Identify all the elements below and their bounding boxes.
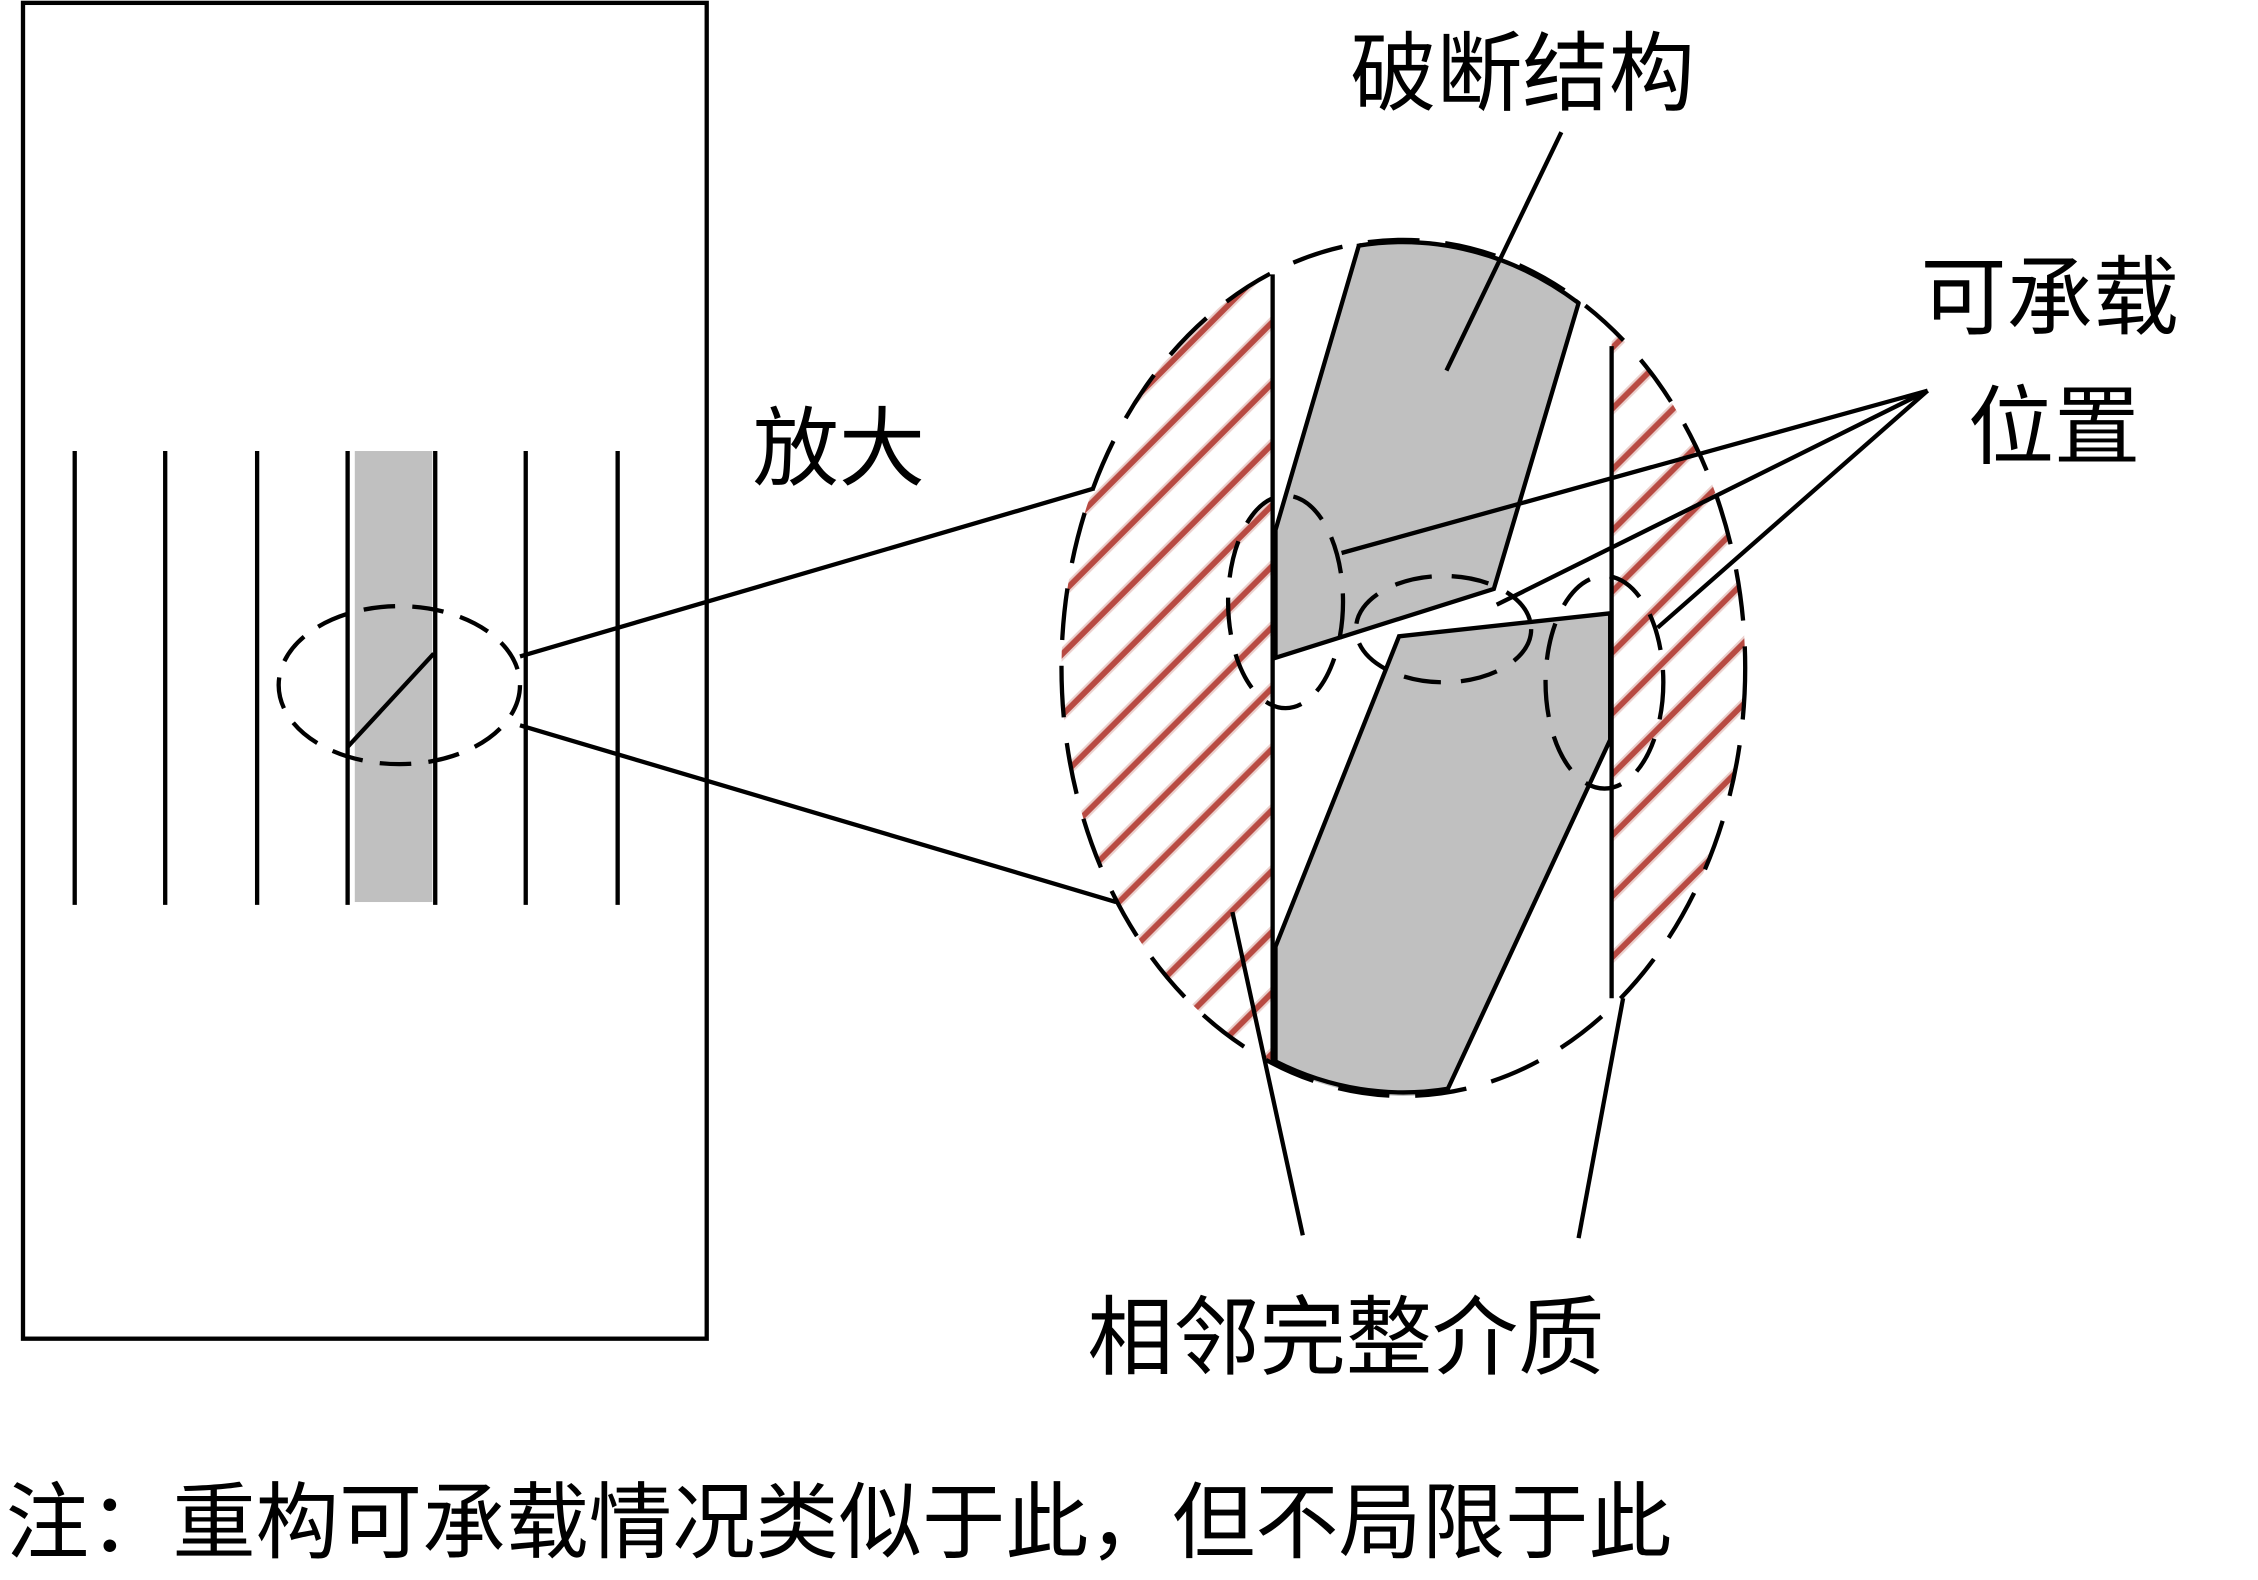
label-leader-lines [1230,131,1930,1239]
magnify-region [276,603,523,767]
medium-boundary-lines [1270,274,1614,1062]
rock-mass-frame [20,0,709,1341]
adjacent-medium-right [1611,239,1746,1096]
label-fracture-structure: 破断结构 [1350,24,1695,124]
fractured-layer [354,451,433,903]
bearing-position-markers [1225,493,1666,791]
label-adjacent-medium: 相邻完整介质 [1087,1288,1604,1388]
magnified-view [1059,237,1748,1099]
magnify-leader-lines [519,486,1117,905]
layer-lines [72,451,620,905]
label-bearing-position-2: 位置 [1968,378,2140,478]
label-bearing-position-1: 可承载 [1920,248,2179,348]
fracture-block-upper [1273,239,1583,661]
figure-note: 注：重构可承载情况类似于此，但不局限于此 [6,1474,1672,1571]
label-magnify: 放大 [753,399,925,499]
fracture-block-lower [1273,610,1613,1096]
